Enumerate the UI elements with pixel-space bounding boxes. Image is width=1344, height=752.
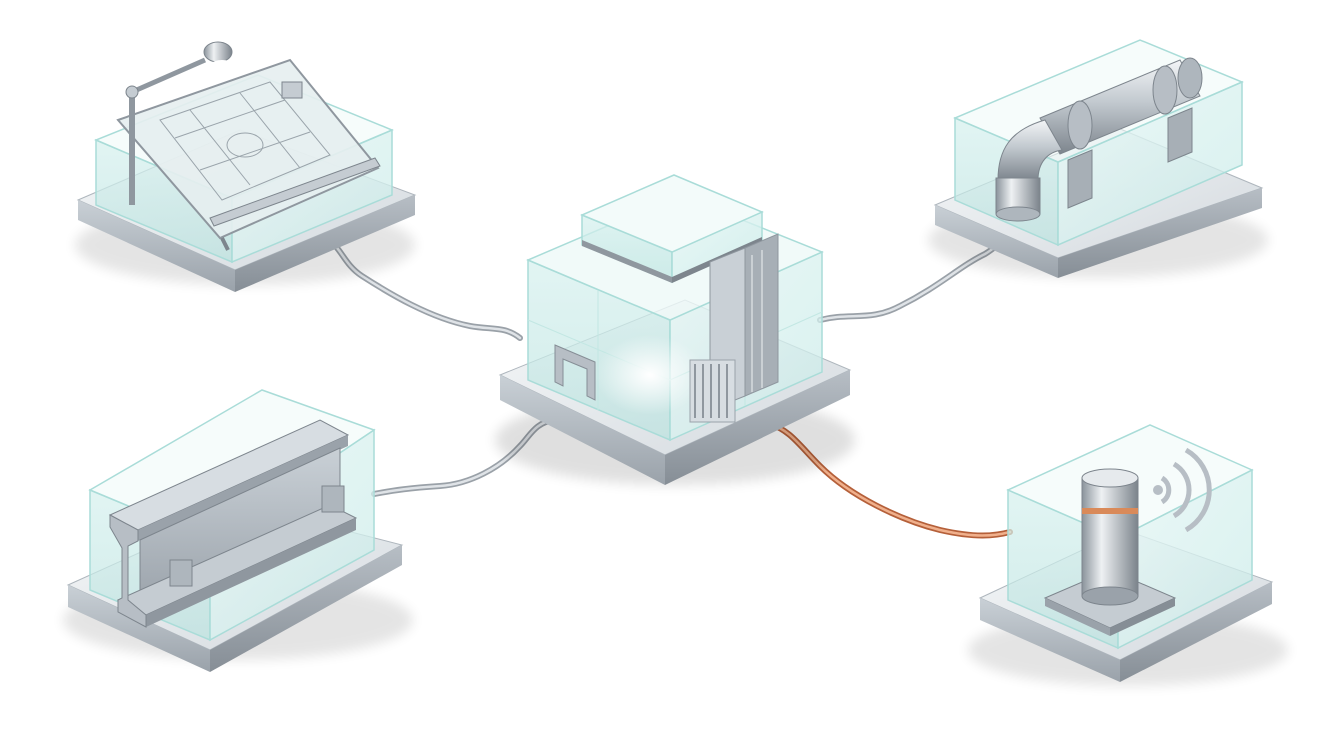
pipe-node[interactable]: [928, 39, 1268, 278]
vent-grille: [689, 359, 736, 423]
steel-beam-icon: [108, 419, 358, 628]
sensor-node[interactable]: [968, 424, 1288, 686]
beam-node[interactable]: [63, 389, 413, 672]
hub-node[interactable]: [495, 174, 855, 485]
drafting-node[interactable]: [0, 0, 417, 292]
pipe-elbow-icon: [995, 57, 1203, 222]
wireless-sensor-icon: [1043, 447, 1212, 636]
drafting-table-icon: [116, 41, 381, 251]
building-core-icon: [526, 174, 824, 442]
door-frame: [554, 344, 596, 401]
